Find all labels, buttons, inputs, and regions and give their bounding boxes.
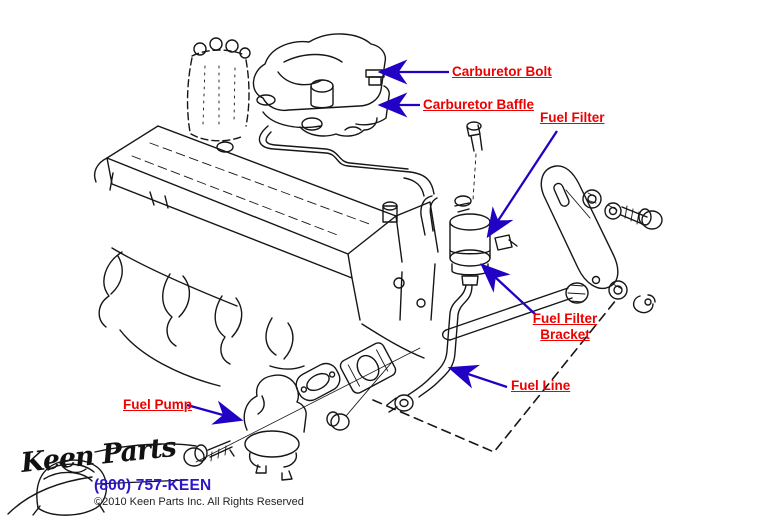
fuel-pump-drawing (183, 342, 421, 481)
dashed-guides (372, 299, 617, 453)
fuel-line-drawing (386, 284, 473, 413)
valve-cover-drawing (93, 125, 397, 279)
label-fuel-pump[interactable]: Fuel Pump (123, 397, 193, 412)
exhaust-manifold-drawing (98, 201, 439, 387)
arrow-fuel-filter-bracket (480, 263, 537, 316)
label-fuel-filter-bracket-line2: Bracket (540, 327, 590, 342)
label-carburetor-baffle[interactable]: Carburetor Baffle (423, 97, 535, 112)
label-fuel-filter-bracket-line1: Fuel Filter (532, 311, 598, 326)
arrow-fuel-line (447, 364, 508, 389)
copyright: ©2010 Keen Parts Inc. All Rights Reserve… (94, 496, 304, 508)
fuel-filter-drawing (449, 195, 518, 286)
arrow-fuel-pump (186, 400, 244, 425)
label-fuel-filter-bracket[interactable]: Fuel Filter Bracket (524, 311, 606, 343)
fuel-line-upper-drawing (258, 125, 438, 236)
carburetor-drawing (252, 33, 390, 137)
logo-text: Keen Parts (18, 432, 177, 479)
arrow-fuel-filter (486, 130, 558, 239)
bracket-hardware-drawing (582, 189, 663, 314)
logo-car-icon (7, 443, 197, 516)
label-fuel-line[interactable]: Fuel Line (511, 378, 571, 393)
filter-bolt-drawing (466, 121, 483, 201)
phone-number: (800) 757-KEEN (94, 477, 212, 494)
callout-arrows (186, 59, 558, 425)
label-fuel-filter[interactable]: Fuel Filter (540, 110, 605, 125)
fuel-filter-bracket-drawing (441, 165, 619, 341)
distributor-drawing (186, 37, 251, 142)
label-carburetor-bolt[interactable]: Carburetor Bolt (452, 64, 552, 79)
